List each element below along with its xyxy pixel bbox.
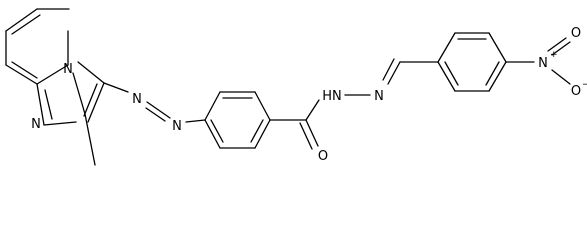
atom-o-amide: O	[318, 149, 328, 164]
atom-n-azo-2: N	[172, 119, 182, 134]
atom-n-hydrazone: N	[374, 89, 384, 104]
atom-o-nitro-1: O	[571, 26, 581, 41]
atom-n-ring: N	[31, 117, 41, 132]
nitro-group	[505, 37, 571, 85]
benzene-ring-central	[204, 91, 271, 149]
nitro-n-charge: +	[550, 50, 558, 60]
atom-o-nitro-2: O	[571, 84, 581, 99]
benzene-ring-nitrophenyl	[437, 32, 507, 92]
atom-n-azo-1: N	[132, 92, 142, 107]
atom-n-bridge: N	[63, 62, 73, 77]
molecule-structure: N N N N O HN N N + O O −	[5, 8, 587, 166]
atom-hn-amide: HN	[322, 89, 342, 104]
nitro-o-charge: −	[582, 80, 587, 90]
hydrazide-linkage	[269, 58, 439, 150]
atom-n-nitro: N	[538, 56, 548, 71]
imidazole-ring	[36, 61, 105, 166]
pyridine-ring	[5, 8, 70, 85]
azo-linkage	[103, 82, 206, 123]
